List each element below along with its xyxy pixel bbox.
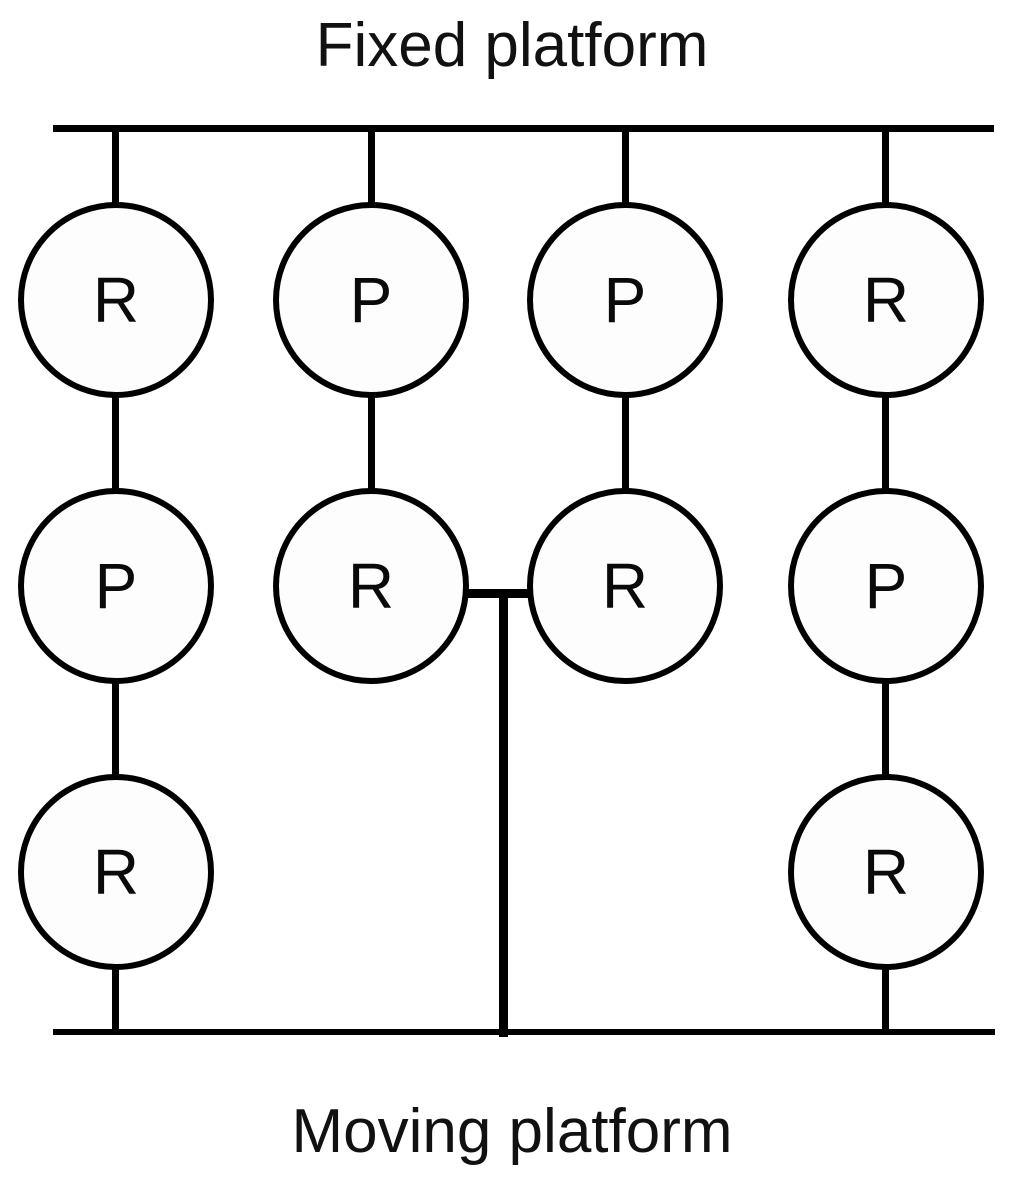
leg1-joint2-circle: P xyxy=(18,488,214,684)
leg4-joint2-label: P xyxy=(864,550,908,622)
leg2-joint1-circle: P xyxy=(273,202,469,398)
leg1-link-bottom xyxy=(112,966,119,1034)
fixed-platform-line xyxy=(53,125,994,132)
center-merge-link-vertical xyxy=(499,589,508,1037)
leg4-link-mid2 xyxy=(882,680,889,778)
leg3-joint2-label: R xyxy=(601,550,649,622)
center-merge-link-horizontal xyxy=(465,589,531,598)
leg1-link-top xyxy=(112,126,119,206)
leg4-joint1-circle: R xyxy=(788,202,984,398)
leg3-joint2-circle: R xyxy=(527,488,723,684)
leg4-joint3-label: R xyxy=(862,836,910,908)
leg4-link-bottom xyxy=(882,966,889,1034)
leg1-joint1-label: R xyxy=(92,264,140,336)
leg2-link-top xyxy=(368,126,375,206)
leg2-joint1-label: P xyxy=(349,264,393,336)
leg1-joint1-circle: R xyxy=(18,202,214,398)
moving-platform-line xyxy=(53,1029,995,1035)
leg1-joint3-label: R xyxy=(92,836,140,908)
leg3-link-mid1 xyxy=(622,394,629,492)
leg4-link-top xyxy=(882,126,889,206)
leg4-joint1-label: R xyxy=(862,264,910,336)
leg1-link-mid2 xyxy=(112,680,119,778)
leg3-joint1-circle: P xyxy=(527,202,723,398)
leg1-joint3-circle: R xyxy=(18,774,214,970)
leg2-joint2-circle: R xyxy=(273,488,469,684)
leg4-link-mid1 xyxy=(882,394,889,492)
leg1-link-mid1 xyxy=(112,394,119,492)
leg2-link-mid1 xyxy=(368,394,375,492)
leg2-joint2-label: R xyxy=(347,550,395,622)
leg3-joint1-label: P xyxy=(603,264,647,336)
moving-platform-label: Moving platform xyxy=(291,1097,733,1166)
leg4-joint3-circle: R xyxy=(788,774,984,970)
fixed-platform-label: Fixed platform xyxy=(315,11,709,80)
leg1-joint2-label: P xyxy=(94,550,138,622)
leg4-joint2-circle: P xyxy=(788,488,984,684)
leg3-link-top xyxy=(622,126,629,206)
